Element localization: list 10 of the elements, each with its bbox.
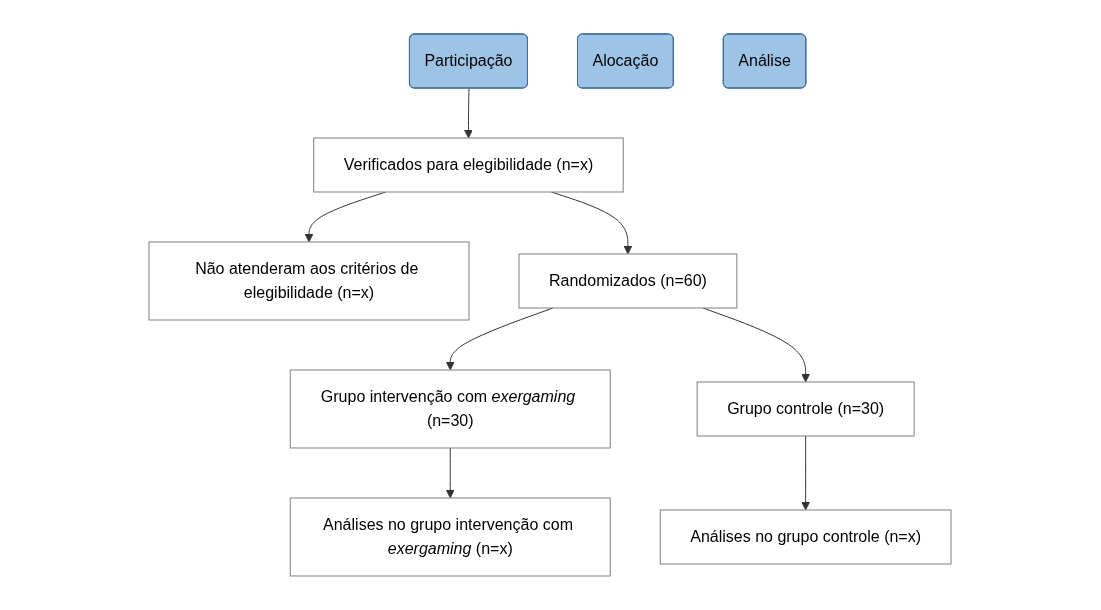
- node-box: Análises no grupo controle (n=x): [660, 509, 952, 565]
- arrow: [464, 88, 474, 139]
- node-box: Análises no grupo intervenção com exergaming (n=x): [290, 497, 612, 577]
- node-box: Não atenderam aos critérios de elegibilidade (n=x): [149, 241, 470, 321]
- node-box: Grupo intervenção com exergaming (n=30): [290, 369, 612, 449]
- node-box: Grupo controle (n=30): [697, 381, 916, 437]
- arrow: [446, 447, 456, 499]
- node-box: Verificados para elegibilidade (n=x): [313, 137, 625, 193]
- arrow: [801, 435, 811, 511]
- node-box: Randomizados (n=60): [519, 253, 738, 309]
